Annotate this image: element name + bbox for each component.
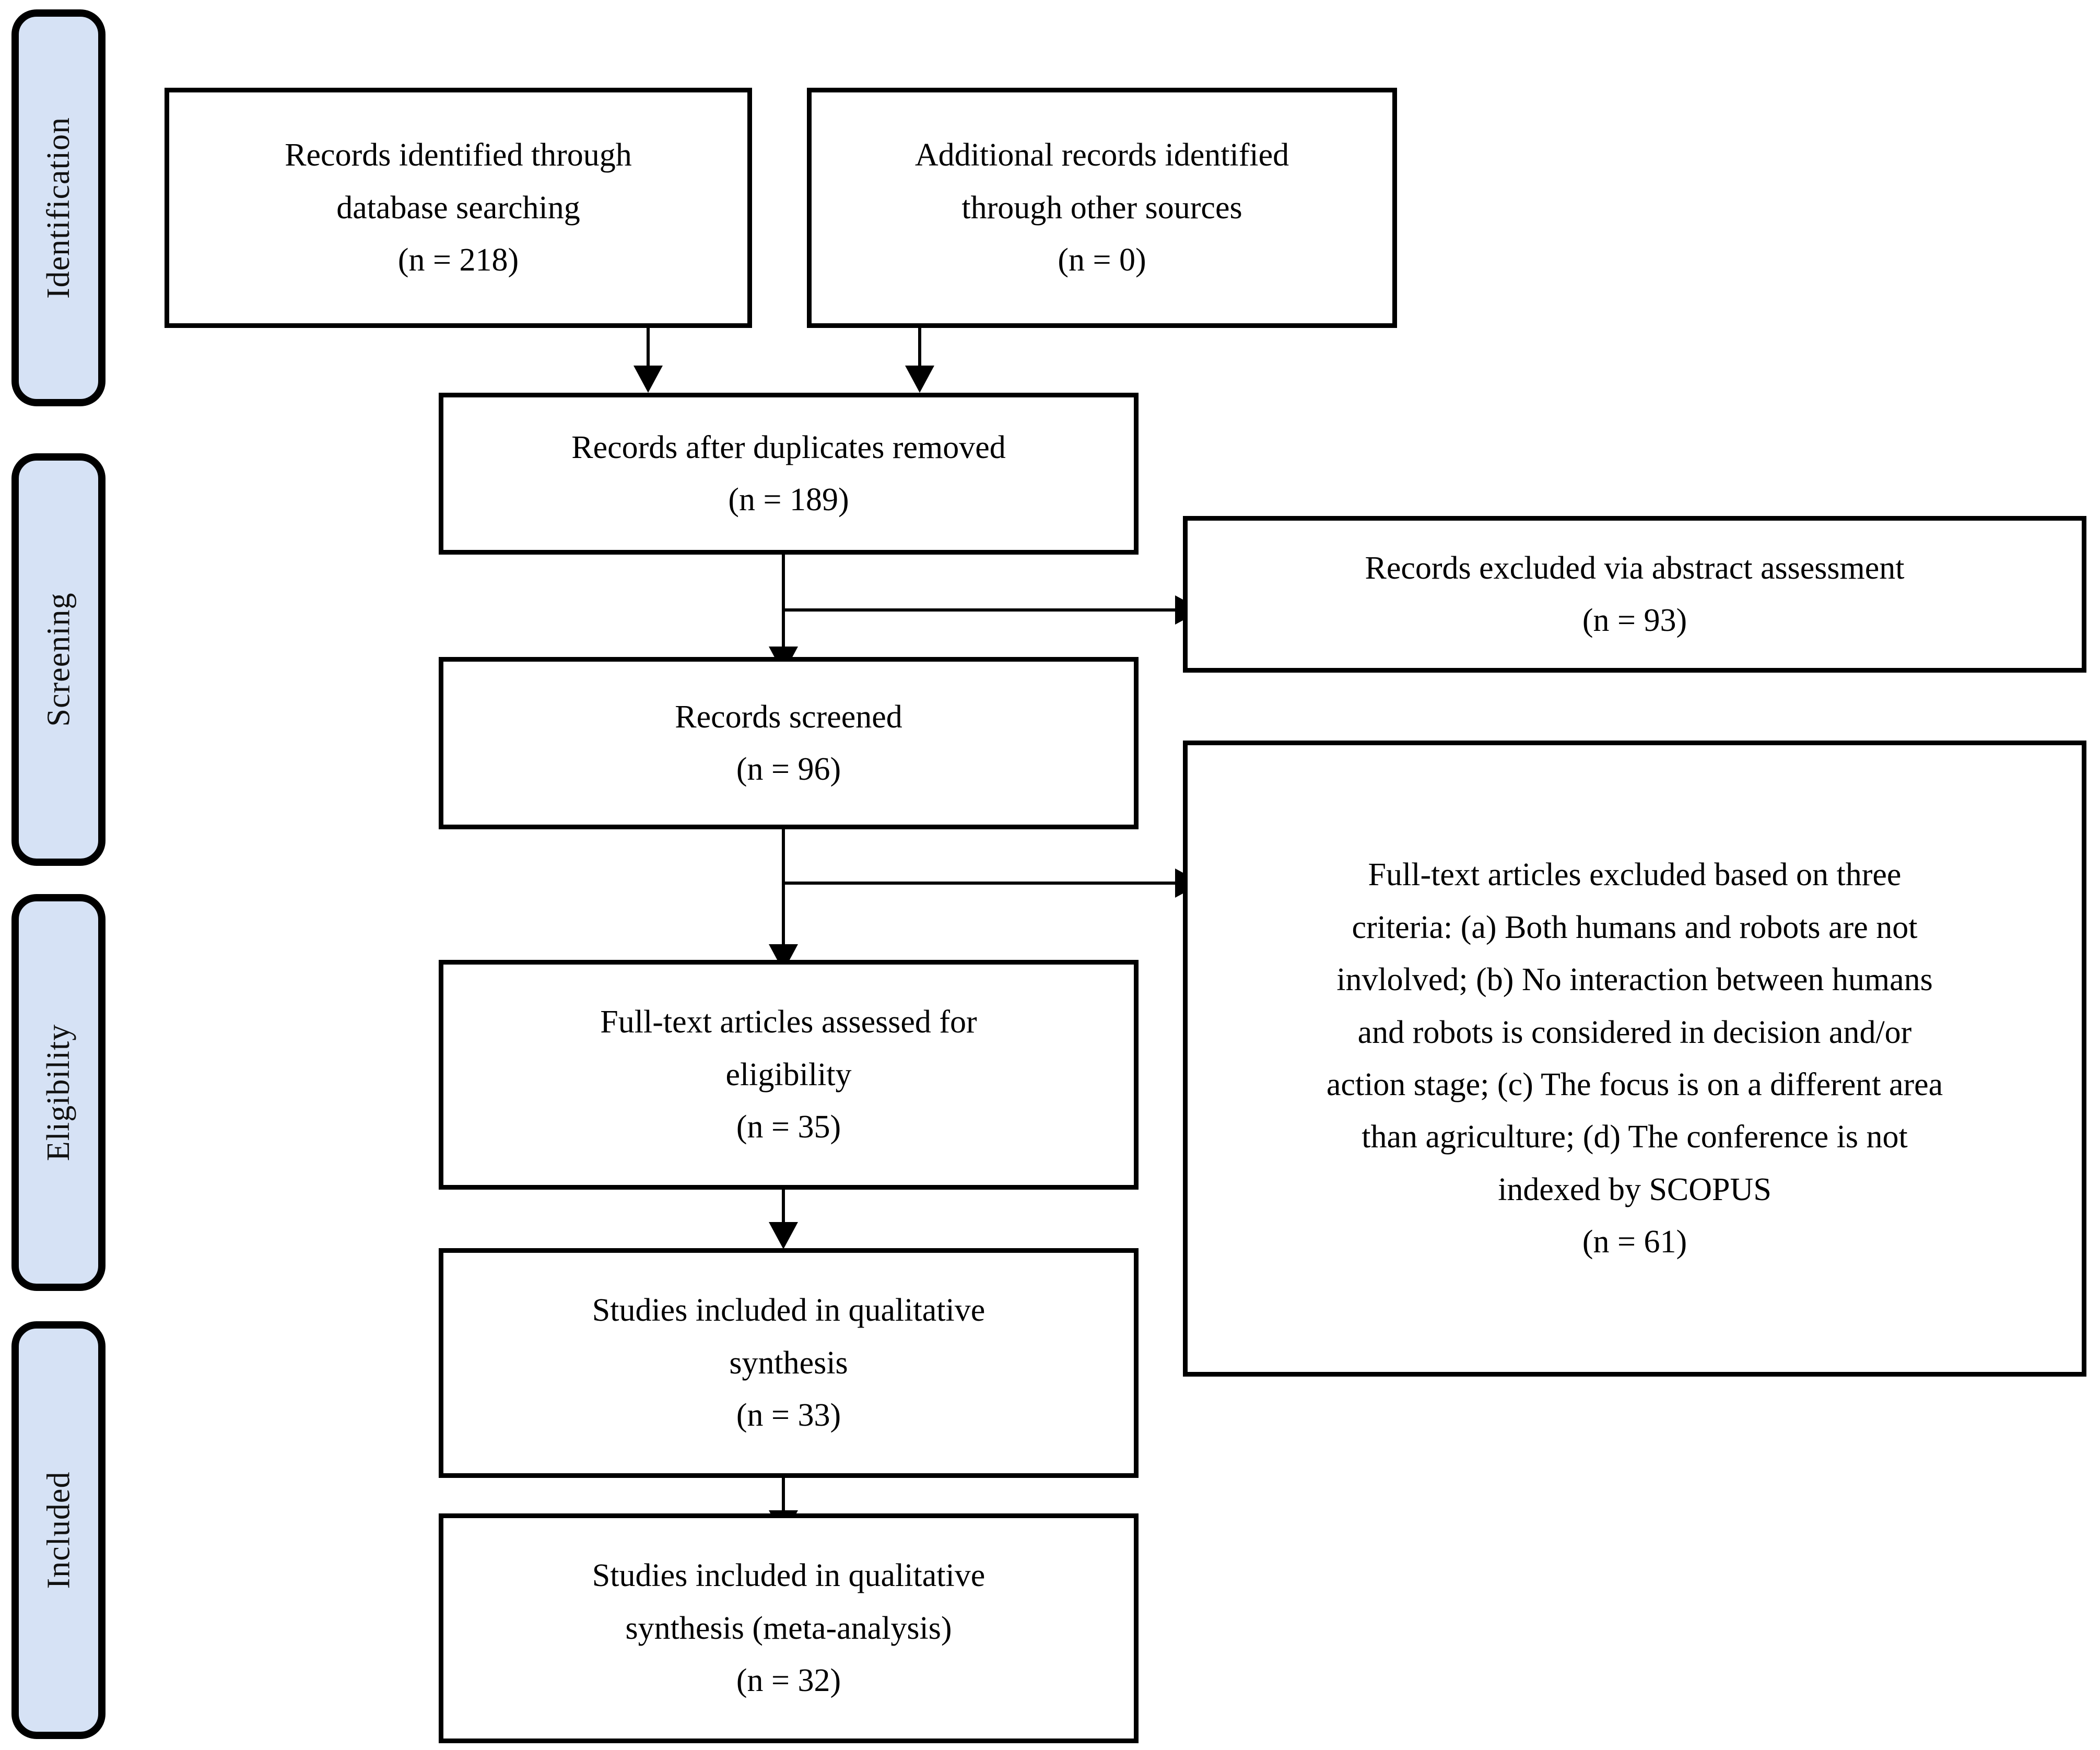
box-line: Full-text articles excluded based on thr…	[1368, 857, 1902, 893]
arrowhead-db-to-duplicates	[633, 366, 663, 393]
box-line: Records excluded via abstract assessment	[1365, 550, 1905, 586]
box-line: Records identified through	[285, 137, 632, 173]
connector-duplicates-to-screened	[782, 555, 785, 659]
box-line: Studies included in qualitative	[592, 1558, 986, 1594]
box-line: Studies included in qualitative	[592, 1293, 986, 1329]
box-fulltext-articles-assessed: Full-text articles assessed for eligibil…	[439, 960, 1139, 1190]
box-line: criteria: (a) Both humans and robots are…	[1352, 909, 1918, 945]
box-line: indexed by SCOPUS	[1498, 1171, 1771, 1207]
box-line: Additional records identified	[914, 137, 1289, 173]
box-studies-qualitative-synthesis: Studies included in qualitative synthesi…	[439, 1248, 1139, 1478]
box-count: (n = 189)	[728, 482, 849, 518]
stage-included: Included	[11, 1321, 105, 1739]
box-additional-records-other-sources: Additional records identified through ot…	[807, 88, 1397, 328]
stage-included-label: Included	[41, 1471, 77, 1589]
box-line: Records screened	[675, 699, 902, 735]
box-line: Full-text articles assessed for	[600, 1004, 977, 1040]
box-count: (n = 96)	[736, 751, 841, 787]
box-records-after-duplicates-removed: Records after duplicates removed (n = 18…	[439, 393, 1139, 555]
box-line: and robots is considered in decision and…	[1357, 1014, 1912, 1050]
box-records-screened: Records screened (n = 96)	[439, 657, 1139, 829]
box-count: (n = 218)	[397, 242, 519, 278]
stage-eligibility: Eligibility	[11, 894, 105, 1291]
box-records-excluded-abstract: Records excluded via abstract assessment…	[1183, 516, 2086, 673]
connector-other-to-duplicates	[918, 328, 921, 378]
box-line: database searching	[336, 190, 580, 226]
connector-screened-to-fulltext-excluded	[782, 882, 1184, 885]
box-studies-meta-analysis: Studies included in qualitative synthesi…	[439, 1513, 1139, 1743]
box-line: than agriculture; (d) The conference is …	[1362, 1119, 1908, 1155]
arrowhead-other-to-duplicates	[905, 366, 934, 393]
box-line: eligibility	[725, 1056, 852, 1093]
box-count: (n = 33)	[736, 1397, 841, 1434]
stage-screening-label: Screening	[41, 592, 77, 727]
connector-screened-to-fulltext	[782, 829, 785, 957]
box-line: synthesis	[729, 1345, 848, 1381]
connector-db-to-duplicates	[647, 328, 650, 378]
stage-screening: Screening	[11, 453, 105, 866]
box-count: (n = 93)	[1582, 603, 1687, 638]
box-line: synthesis (meta-analysis)	[625, 1610, 952, 1646]
box-count: (n = 32)	[736, 1663, 841, 1699]
connector-qualitative-to-meta	[782, 1478, 785, 1525]
box-line: Records after duplicates removed	[571, 429, 1006, 465]
stage-eligibility-label: Eligibility	[41, 1024, 77, 1161]
arrowhead-fulltext-to-qualitative	[769, 1222, 798, 1249]
stage-identification: Identification	[11, 9, 105, 406]
box-line: action stage; (c) The focus is on a diff…	[1326, 1067, 1943, 1102]
box-line: invlolved; (b) No interaction between hu…	[1336, 962, 1933, 998]
connector-fulltext-to-qualitative	[782, 1190, 785, 1237]
box-count: (n = 0)	[1058, 242, 1146, 278]
connector-duplicates-to-excluded	[782, 608, 1184, 612]
box-records-identified-database: Records identified through database sear…	[165, 88, 752, 328]
box-line: through other sources	[961, 190, 1242, 226]
box-fulltext-articles-excluded: Full-text articles excluded based on thr…	[1183, 741, 2086, 1377]
stage-identification-label: Identification	[41, 117, 77, 299]
box-count: (n = 35)	[736, 1109, 841, 1145]
box-count: (n = 61)	[1582, 1224, 1687, 1260]
